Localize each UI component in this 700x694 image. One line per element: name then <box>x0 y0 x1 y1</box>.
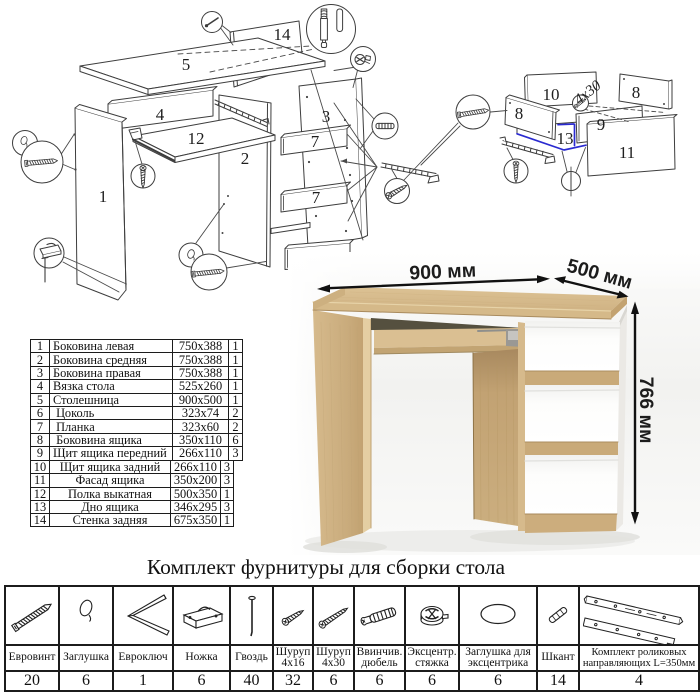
svg-text:10: 10 <box>543 85 560 104</box>
svg-text:8: 8 <box>632 83 641 102</box>
svg-text:8: 8 <box>515 104 524 123</box>
svg-text:5: 5 <box>182 55 191 74</box>
svg-text:900 мм: 900 мм <box>409 260 477 285</box>
svg-text:2: 2 <box>241 149 250 168</box>
svg-text:3: 3 <box>322 107 331 126</box>
svg-text:4: 4 <box>156 105 165 124</box>
svg-text:9: 9 <box>597 115 606 134</box>
svg-text:1: 1 <box>99 187 108 206</box>
svg-text:14: 14 <box>274 25 292 44</box>
svg-text:13: 13 <box>557 129 574 148</box>
svg-text:7: 7 <box>311 132 320 151</box>
svg-text:11: 11 <box>619 143 635 162</box>
svg-text:12: 12 <box>188 129 205 148</box>
svg-text:766 мм: 766 мм <box>635 377 657 444</box>
svg-text:7: 7 <box>312 188 321 207</box>
